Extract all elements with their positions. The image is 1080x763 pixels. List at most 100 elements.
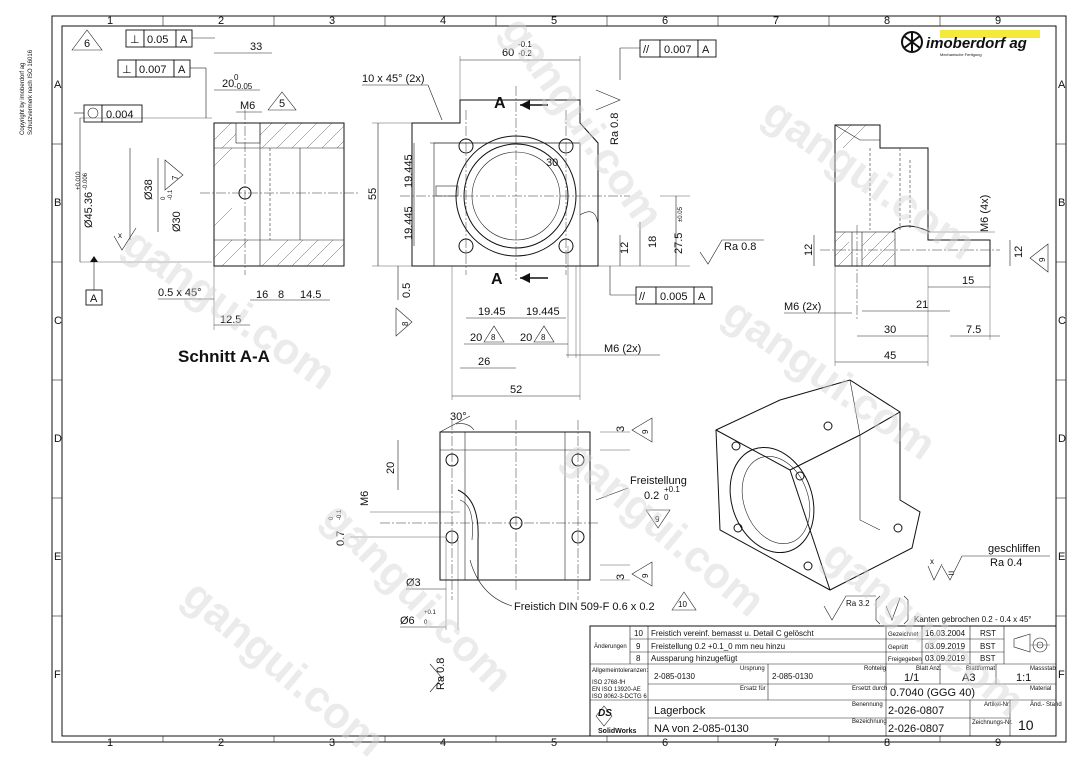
col-label-top-5: 5 <box>551 15 557 27</box>
row-label-right-d: D <box>1058 433 1066 445</box>
changes-label: Änderungen <box>594 643 627 650</box>
format-value: A3 <box>962 672 975 684</box>
outer-border <box>51 15 1067 743</box>
format-label: Blattformat <box>966 666 995 672</box>
dim-20: 20 <box>222 78 234 90</box>
dim-19-445-upper: 19.445 <box>403 154 415 188</box>
col-label-top-3: 3 <box>329 15 335 27</box>
dim-d30-tol-upper: 0 <box>161 196 167 200</box>
note-flag-9b-text: 9 <box>655 515 660 524</box>
note-flag-8b-text: 8 <box>541 333 546 342</box>
note-flag-9c-icon <box>631 561 653 587</box>
note-flag-9c-text: 9 <box>641 573 650 578</box>
revision-10-index: 10 <box>634 629 643 638</box>
dim-3-top: 3 <box>615 426 627 432</box>
dim-16: 16 <box>256 289 268 301</box>
dim-diameter-30: Ø30 <box>171 211 183 232</box>
dim-0-7-tol-upper: 0 <box>329 516 335 520</box>
circularity-tolerance-frame: 0.004 <box>83 104 143 123</box>
dim-3-bottom: 3 <box>615 574 627 580</box>
dim-m6-4x: M6 (4x) <box>979 195 991 232</box>
released-label: Freigegeben <box>888 657 922 663</box>
dim-30-front: 30 <box>546 157 558 169</box>
iso-outline <box>715 379 921 591</box>
perpendicularity-tolerance-frame-1: ⊥ 0.05 A <box>125 29 193 48</box>
col-label-top-9: 9 <box>995 15 1001 27</box>
dim-m6-2x-side: M6 (2x) <box>784 301 821 313</box>
row-label-right-b: B <box>1058 197 1065 209</box>
ra-side: Ra 0.8 <box>724 241 756 253</box>
surface-finish-bottom-icon <box>429 663 443 693</box>
row-label-left-a: A <box>54 79 62 91</box>
copyright-line-1: Copyright by imoberdorf ag <box>20 63 26 135</box>
scale-label: Massstab <box>1030 666 1056 672</box>
dim-15-side: 15 <box>962 275 974 287</box>
chamfer-2x-note: 10 x 45° (2x) <box>362 73 424 85</box>
dim-45-side: 45 <box>884 350 896 362</box>
surface-x-symbol: x <box>930 557 934 566</box>
parallel-icon: // <box>639 291 646 303</box>
dim-19-45-h: 19.45 <box>478 306 506 318</box>
checked-label: Geprüft <box>888 645 908 651</box>
origin-a: 2-085-0130 <box>654 672 695 681</box>
ra-general: Ra 3.2 <box>846 599 870 608</box>
undercut-tol-upper: +0.1 <box>664 485 680 494</box>
side-outline <box>834 124 991 267</box>
drawing-no-label: Zeichnungs-Nr. <box>972 720 1013 726</box>
revision-8-index: 8 <box>636 654 641 663</box>
drawing-frame: 1 2 3 4 5 6 7 8 9 1 2 3 4 5 6 7 8 9 A B … <box>20 15 1067 749</box>
row-label-right-c: C <box>1058 315 1066 327</box>
parallelism-tolerance-frame-1: // 0.007 A <box>639 39 717 58</box>
col-label-top-4: 4 <box>440 15 446 27</box>
col-label-bottom-5: 5 <box>551 737 557 749</box>
drawn-label: Gezeichnet <box>888 632 919 638</box>
parallelism-tolerance-frame-2: // 0.005 A <box>635 286 713 305</box>
dim-52: 52 <box>510 384 522 396</box>
col-label-top-7: 7 <box>773 15 779 27</box>
undercut-tol-lower: 0 <box>664 493 669 502</box>
side-view: M6 (4x) 12 12 9 15 21 M6 (2x) 30 7.5 45 <box>784 124 1049 366</box>
note-flag-9a-icon <box>631 417 653 443</box>
row-label-right-f: F <box>1058 669 1065 681</box>
chamfer-note: 0.5 x 45° <box>158 287 202 299</box>
dim-27-5: 27.5 <box>673 233 685 254</box>
col-label-bottom-3: 3 <box>329 737 335 749</box>
dim-30-side: 30 <box>884 324 896 336</box>
dim-19-445-h: 19.445 <box>526 306 560 318</box>
note-flag-6-text: 6 <box>84 38 90 50</box>
parallel-tol-2-datum: A <box>698 291 706 303</box>
dim-60: 60 <box>502 47 514 59</box>
col-label-top-8: 8 <box>884 15 890 27</box>
section-body <box>200 110 360 275</box>
company-logo: imoberdorf ag Mechanische Fertigung <box>901 30 1040 57</box>
perp-tol-2-value: 0.007 <box>139 64 167 76</box>
dim-diameter-38: Ø38 <box>143 179 155 200</box>
dim-8: 8 <box>278 289 284 301</box>
perp-tol-1-value: 0.05 <box>147 34 168 46</box>
datum-a-label: A <box>90 293 98 305</box>
dim-d45-tol-upper: +0.010 <box>76 171 82 190</box>
dim-12-side-left: 12 <box>803 244 815 256</box>
watermark-3: gangui.com <box>714 288 944 470</box>
angle-30: 30° <box>450 411 467 423</box>
dim-d45-tol-lower: -0.006 <box>83 172 89 190</box>
surface-finish-x-icon <box>113 227 137 251</box>
dim-33: 33 <box>250 41 262 53</box>
watermark-7: gangui.com <box>754 88 984 270</box>
undercut-note: Freistich DIN 509-F 0.6 x 0.2 <box>514 601 655 613</box>
parallel-tol-1-value: 0.007 <box>664 44 692 56</box>
dim-12-side-right: 12 <box>1013 246 1025 258</box>
revision-9-index: 9 <box>636 642 641 651</box>
note-flag-9-icon <box>1029 243 1049 273</box>
origin-b: 2-085-0130 <box>772 672 813 681</box>
dim-0-5: 0.5 <box>401 283 413 298</box>
sheet-label: Blatt Anz. <box>916 666 942 672</box>
dim-20-tol-lower: -0.05 <box>234 82 253 91</box>
col-label-bottom-8: 8 <box>884 737 890 749</box>
row-label-right-a: A <box>1058 79 1066 91</box>
revision-10-text: Freistich vereinf. bemasst u. Detail C g… <box>651 629 815 638</box>
note-flag-5-icon <box>267 91 297 111</box>
logo-highlight <box>940 30 1040 38</box>
dim-18-front: 18 <box>647 236 659 248</box>
dim-60-tol-upper: -0.1 <box>518 40 532 49</box>
